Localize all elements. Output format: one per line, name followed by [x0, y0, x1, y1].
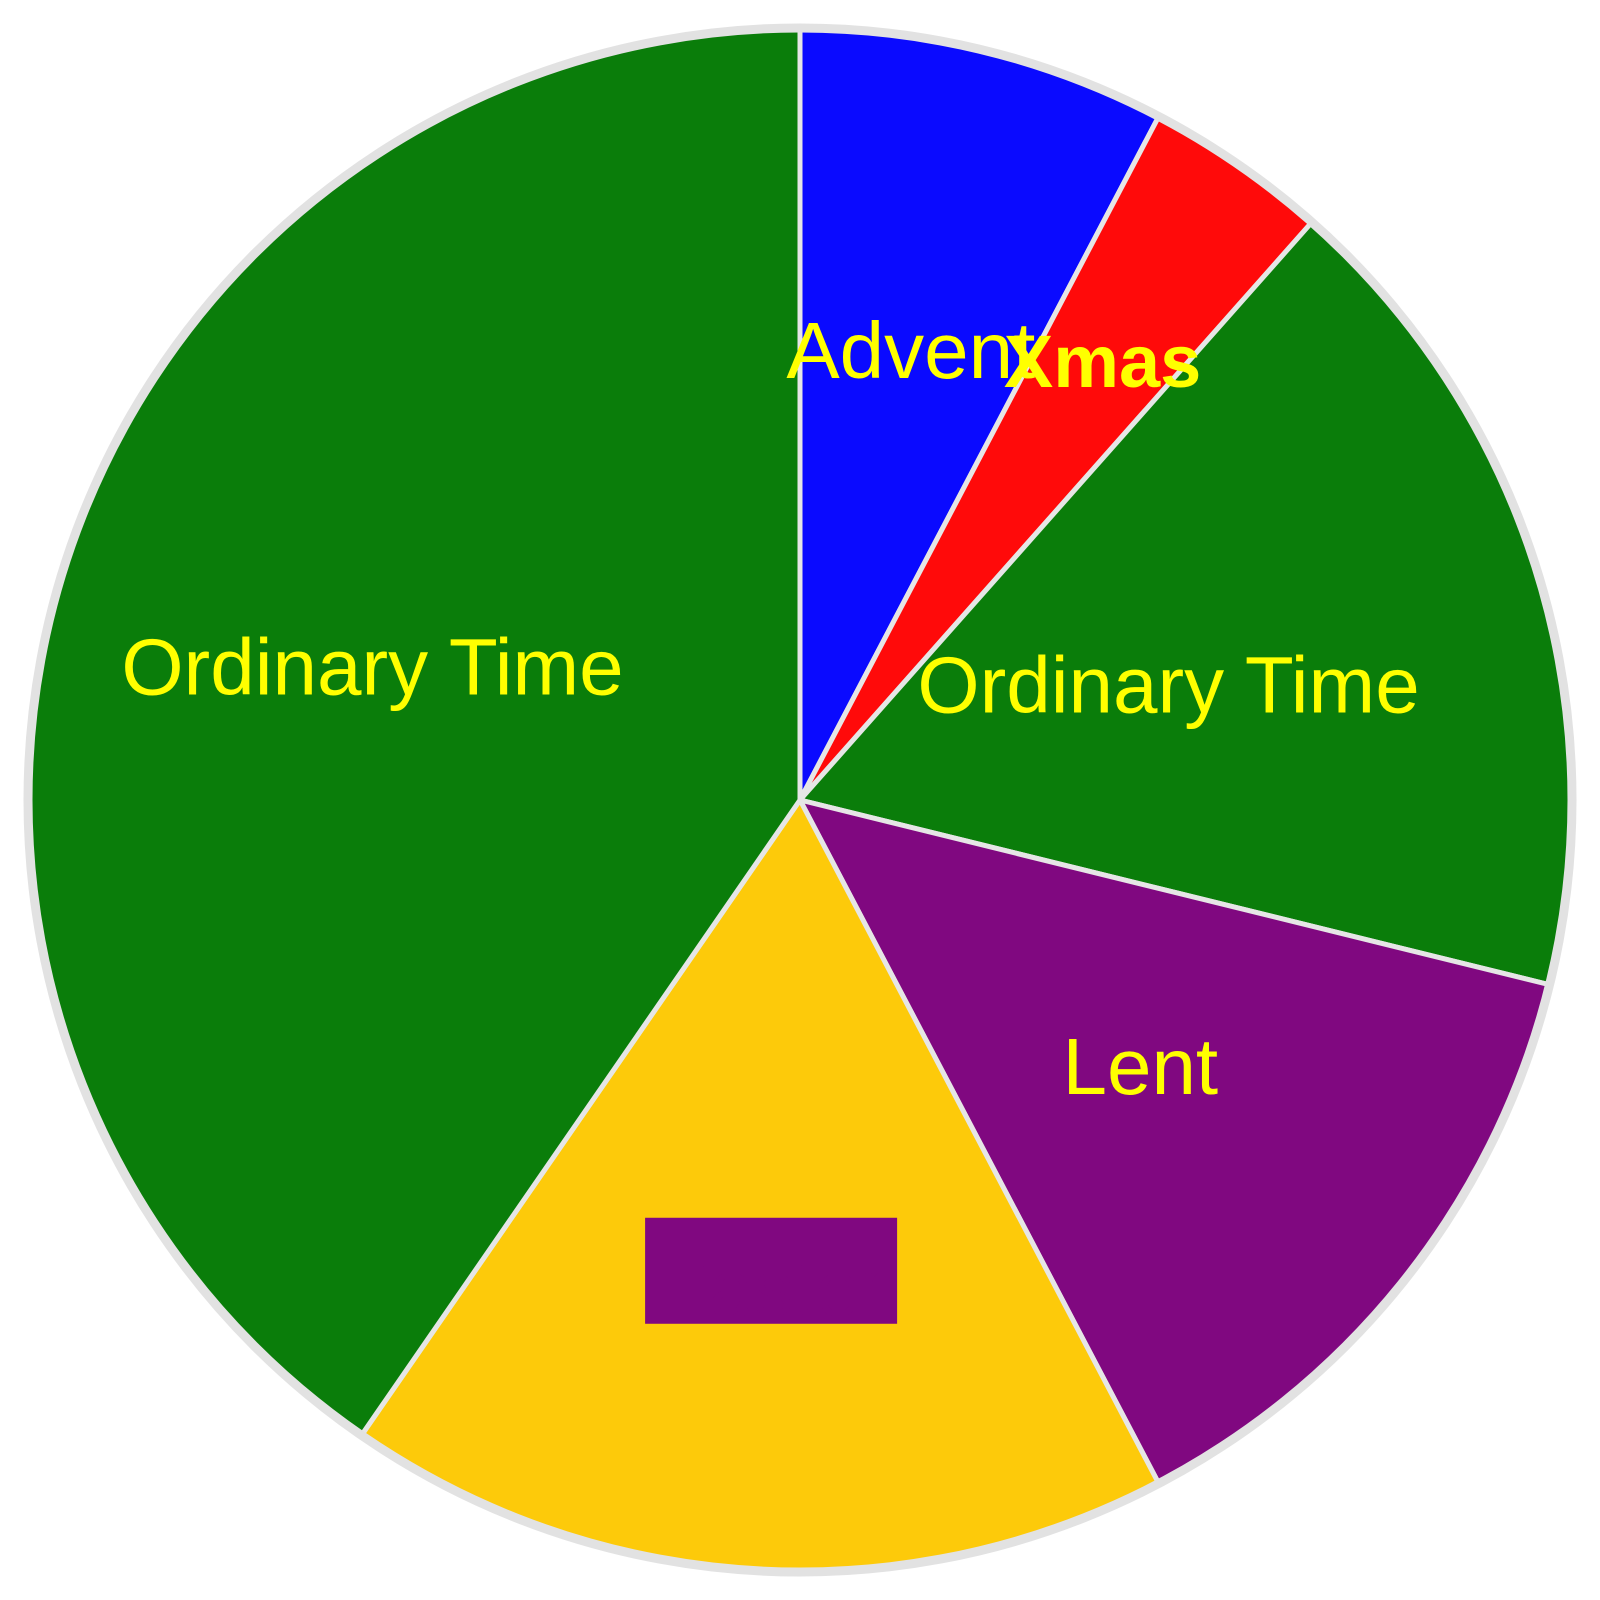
slice-label-easter-4: Easter	[655, 1243, 886, 1332]
pie-outline	[23, 23, 1577, 1577]
pie-slices	[25, 25, 1575, 1575]
slice-label-ordinary-time-5: Ordinary Time	[121, 622, 623, 711]
label-box-easter	[645, 1217, 898, 1324]
slice-label-xmas-1: Xmas	[1004, 320, 1201, 403]
slice-label-ordinary-time-2: Ordinary Time	[917, 641, 1419, 730]
slice-label-lent-3: Lent	[1062, 1022, 1218, 1111]
slice-label-advent-0: Advent	[786, 306, 1035, 395]
